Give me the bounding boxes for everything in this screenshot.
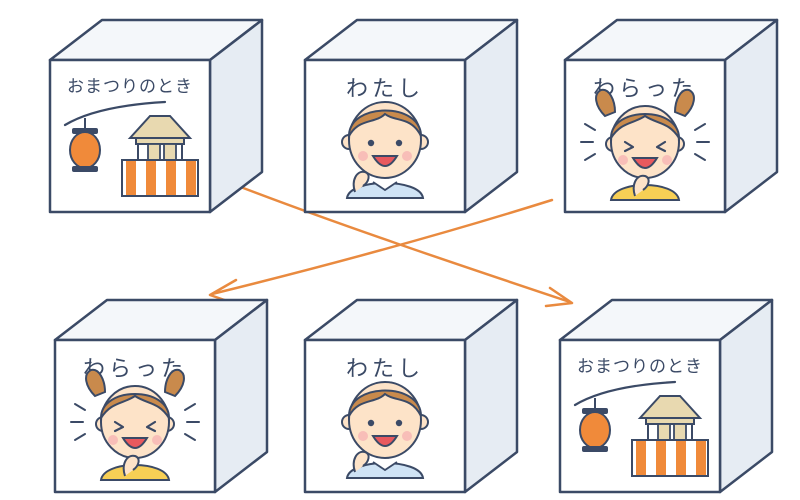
cube-label: おまつりのとき xyxy=(577,357,703,377)
cube-label: わたし xyxy=(346,77,424,102)
cube-top-center: わたし xyxy=(303,18,519,214)
cube-label: おまつりのとき xyxy=(67,77,193,97)
cube-top-right: わらった xyxy=(563,18,779,214)
cube-label: わたし xyxy=(346,357,424,382)
arrow-icon xyxy=(236,184,574,308)
cube-bottom-center: わたし xyxy=(303,298,519,494)
cube-bottom-left: わらった xyxy=(53,298,269,494)
cube-bottom-right: おまつりのとき xyxy=(558,298,774,494)
cube-top-left: おまつりのとき xyxy=(48,18,264,214)
arrow-icon xyxy=(208,198,554,306)
